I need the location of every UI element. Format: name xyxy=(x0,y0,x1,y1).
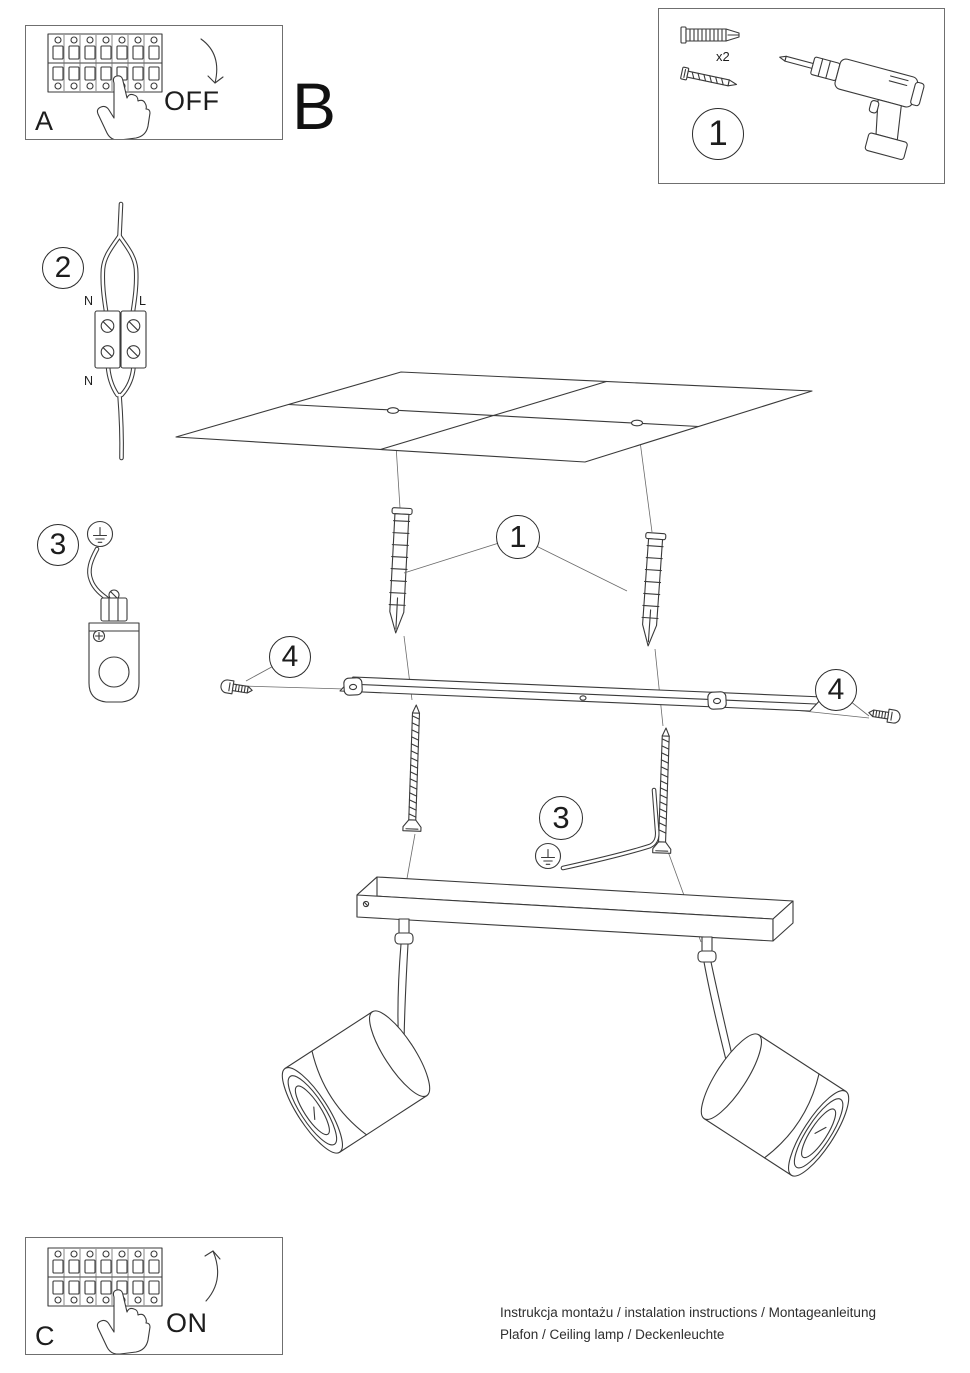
screw-long-right xyxy=(652,727,672,854)
kit-illustration xyxy=(680,26,925,160)
kit-step-callout: 1 xyxy=(692,108,744,160)
panel-a-letter: A xyxy=(35,106,54,136)
mounting-bracket xyxy=(219,656,902,725)
anchor-quantity-label: x2 xyxy=(716,49,730,64)
wire-label-n-top: N xyxy=(84,294,94,308)
screw-long-left xyxy=(402,704,422,832)
panel-a-power-off: OFF A xyxy=(25,25,283,140)
panel-c-letter: C xyxy=(35,1321,55,1351)
footer-captions: Instrukcja montażu / instalation instruc… xyxy=(500,1302,876,1346)
ceiling-panel xyxy=(175,371,813,463)
screw-short-right xyxy=(867,705,902,725)
section-b-letter: B xyxy=(292,69,337,143)
ground-terminal-illustration xyxy=(86,520,140,703)
pointing-hand xyxy=(96,1289,151,1354)
off-label: OFF xyxy=(164,86,220,116)
wire-label-l-top: L xyxy=(139,294,146,308)
wall-plug-icon xyxy=(680,26,740,44)
ground-wire-main xyxy=(534,787,660,871)
footer-line-1: Instrukcja montażu / instalation instruc… xyxy=(500,1305,876,1320)
screw-short-left xyxy=(219,678,254,698)
hardware-kit-box: x2 1 xyxy=(658,8,945,184)
breaker-panel-on-illustration xyxy=(47,1247,221,1354)
ground-step-callout: 3 xyxy=(37,524,79,566)
on-label: ON xyxy=(166,1308,208,1338)
wall-anchor-left xyxy=(388,507,413,634)
wiring-connector-illustration xyxy=(94,201,147,461)
pivot-stem-right xyxy=(697,936,737,1077)
screw-icon xyxy=(680,66,738,87)
anchors-step-callout: 1 xyxy=(496,515,540,559)
panel-c-power-on: ON C xyxy=(25,1237,283,1355)
lamp-base xyxy=(356,876,794,942)
pointing-hand xyxy=(96,75,151,139)
wire-label-n-bottom: N xyxy=(84,374,94,388)
spotlight-left xyxy=(281,1010,431,1154)
arrow-down-icon xyxy=(200,38,224,84)
screw-right-step-callout: 4 xyxy=(815,669,857,711)
wall-anchor-right xyxy=(641,532,667,647)
arrow-up-icon xyxy=(204,1250,221,1302)
alignment-lines xyxy=(393,413,702,943)
breaker-panel-off-illustration xyxy=(47,33,224,139)
drill-icon xyxy=(779,55,925,160)
footer-line-2: Plafon / Ceiling lamp / Deckenleuchte xyxy=(500,1327,725,1342)
wiring-step-callout: 2 xyxy=(42,247,84,289)
ground-main-step-callout: 3 xyxy=(539,796,583,840)
spotlight-right xyxy=(700,1033,850,1177)
screw-left-step-callout: 4 xyxy=(269,636,311,678)
